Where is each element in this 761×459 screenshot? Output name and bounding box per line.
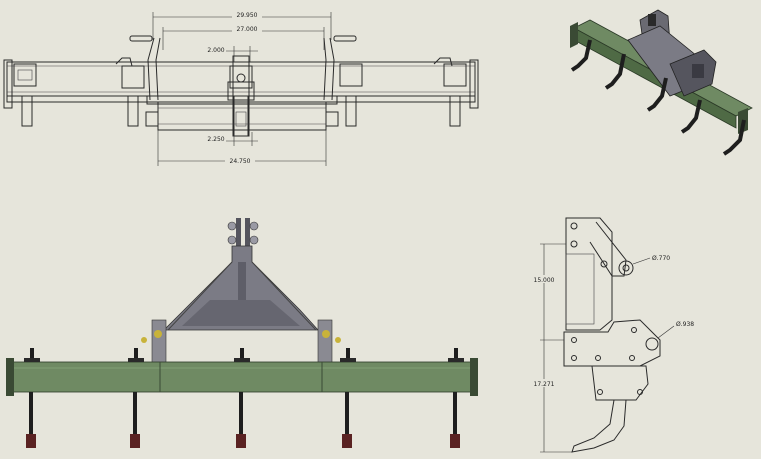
isometric-subsoiler-render — [570, 9, 753, 156]
dim-lower-offset: 2.250 — [207, 132, 258, 146]
front-shank-2 — [128, 348, 144, 448]
dim-overall-width: 29.950 — [152, 11, 332, 40]
dim-lower-width-label: 24.750 — [230, 158, 251, 165]
top-shank-2 — [115, 57, 145, 127]
dim-upper-height-label: 15.000 — [534, 277, 555, 284]
front-shank-4 — [340, 348, 356, 448]
dim-center-offset: 2.000 — [207, 46, 258, 62]
dim-overall-width-label: 29.950 — [237, 12, 258, 19]
front-shank-3 — [234, 348, 250, 448]
dim-inner-width-label: 27.000 — [237, 26, 258, 33]
dim-inner-width: 27.000 — [162, 25, 325, 50]
dim-center-offset-label: 2.000 — [207, 47, 224, 54]
top-shank-5 — [433, 57, 467, 127]
dim-lower-offset-label: 2.250 — [207, 136, 224, 143]
top-shank-1 — [13, 63, 37, 127]
dim-lower-height: 17.271 — [531, 340, 572, 453]
side-view: Ø.770 Ø.938 15.000 17.271 — [531, 217, 694, 453]
dim-lower-height-label: 17.271 — [534, 381, 555, 388]
front-elevation-render — [6, 218, 478, 448]
dim-hole-diameter-label: Ø.938 — [676, 321, 694, 328]
dim-pin-diameter-label: Ø.770 — [652, 255, 670, 262]
front-shank-5 — [448, 348, 464, 448]
dim-lower-width: 24.750 — [157, 130, 327, 166]
dim-upper-height: 15.000 — [531, 243, 566, 341]
front-shank-1 — [24, 348, 40, 448]
top-mast-pins — [227, 218, 259, 246]
top-shank-4 — [339, 63, 363, 127]
top-view: 29.950 27.000 2.000 — [3, 11, 479, 166]
